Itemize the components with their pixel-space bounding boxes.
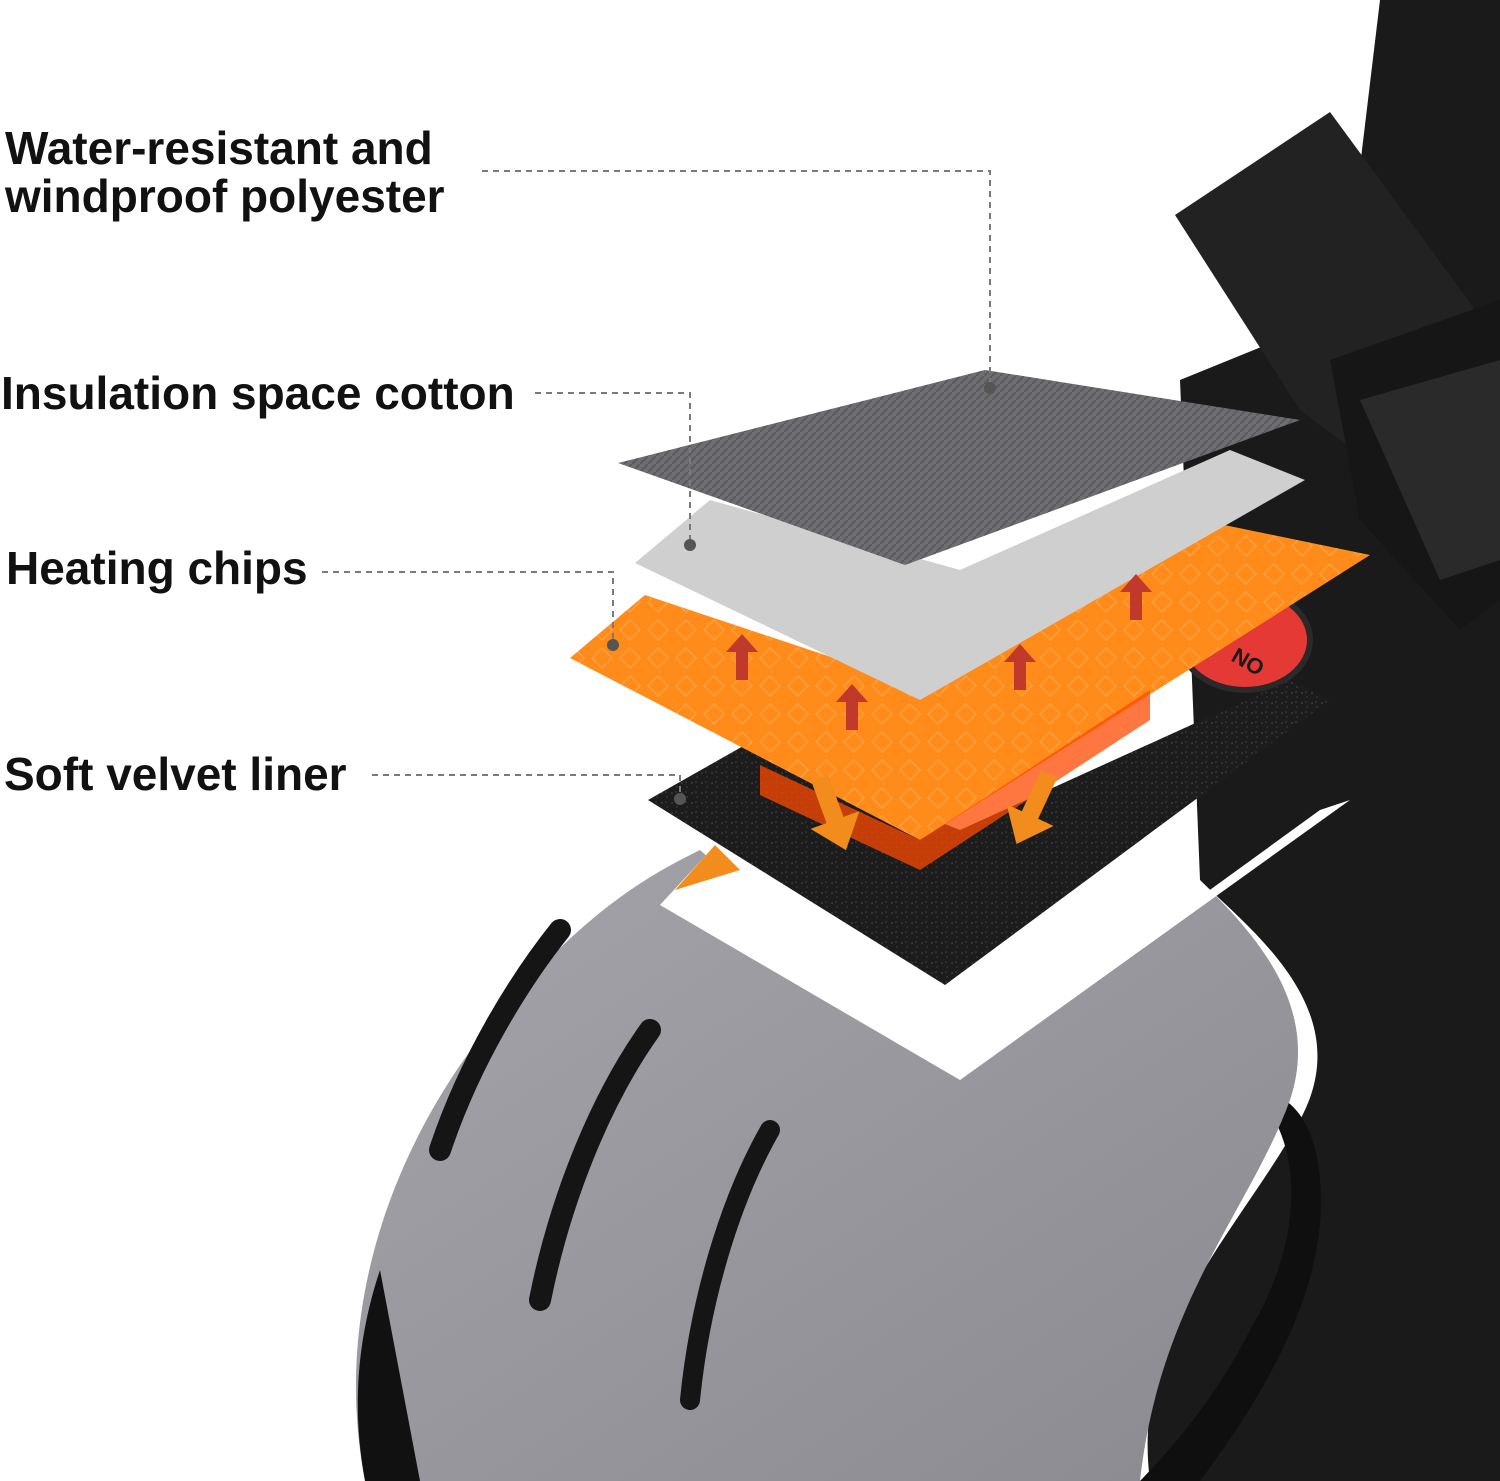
- leader-line-insulation: [535, 392, 691, 545]
- insulation-layer: [635, 450, 1305, 700]
- arrow-up-icon: [1004, 644, 1036, 690]
- label-insulation: Insulation space cotton: [1, 367, 515, 419]
- arrow-down-icon: [1006, 770, 1058, 845]
- label-shell: Water-resistant and windproof polyester: [5, 124, 445, 220]
- leader-dots: [607, 382, 996, 805]
- liner-layer: [648, 680, 1330, 985]
- layer-cutout: [660, 800, 1350, 1080]
- arrow-up-icon: [726, 634, 758, 680]
- heating-layer: [570, 520, 1370, 870]
- heat-arrows-down: [810, 770, 1058, 851]
- wrist-strap: [1175, 112, 1500, 630]
- arrow-up-icon: [1120, 574, 1152, 620]
- arrow-up-icon: [836, 684, 868, 730]
- leader-line-liner: [372, 774, 681, 797]
- leader-line-shell: [482, 170, 991, 388]
- leader-lines: [322, 170, 991, 797]
- leader-line-heating: [322, 571, 614, 645]
- arrow-down-icon: [810, 774, 860, 851]
- label-shell-line2: windproof polyester: [5, 170, 445, 222]
- shell-layer: [618, 370, 1300, 565]
- heat-arrows-up: [726, 574, 1152, 730]
- glove-palm: [355, 850, 1299, 1481]
- label-liner: Soft velvet liner: [4, 748, 347, 800]
- label-heating: Heating chips: [6, 542, 308, 594]
- label-shell-line1: Water-resistant and: [5, 122, 433, 174]
